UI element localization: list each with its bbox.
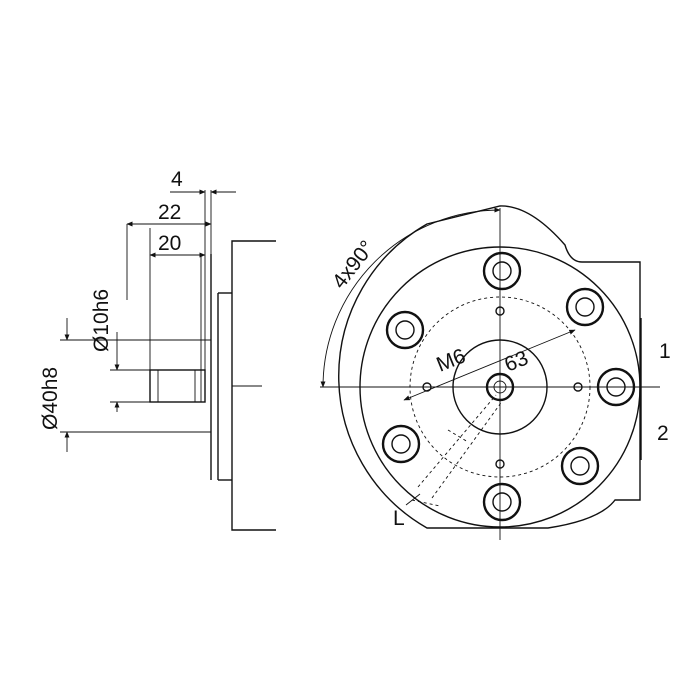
side-view: 4 22 20 Ø10h6 Ø40h8 <box>39 168 276 531</box>
pcd-dimension-line <box>403 329 576 401</box>
dim-4-label: 4 <box>171 168 183 191</box>
dim-shaft-diameter-label: Ø10h6 <box>90 289 113 352</box>
bolt-left-upper <box>385 310 425 350</box>
dim-20-label: 20 <box>158 232 181 255</box>
bolt-top <box>482 251 522 291</box>
drain-L-label: L <box>393 507 405 530</box>
bolt-right-upper <box>565 287 605 327</box>
bolt-bottom <box>482 482 522 522</box>
port-1-label: 1 <box>659 340 671 363</box>
port-2-label: 2 <box>657 422 669 445</box>
dim-pilot-diameter-label: Ø40h8 <box>39 367 62 430</box>
dim-22-label: 22 <box>158 201 181 224</box>
drain-leader <box>405 493 421 506</box>
dim-thread-label: M6 <box>433 344 469 376</box>
bolt-left-lower <box>381 424 421 464</box>
flange-outline <box>231 240 276 531</box>
front-view: 4x90° M6 63 <box>320 205 660 540</box>
angle-arc <box>320 207 501 388</box>
dim-pcd-label: 63 <box>501 347 531 377</box>
shaft <box>149 369 206 403</box>
drain-passage <box>411 394 504 507</box>
bolt-right-lower <box>560 446 600 486</box>
housing-outline <box>338 205 641 529</box>
